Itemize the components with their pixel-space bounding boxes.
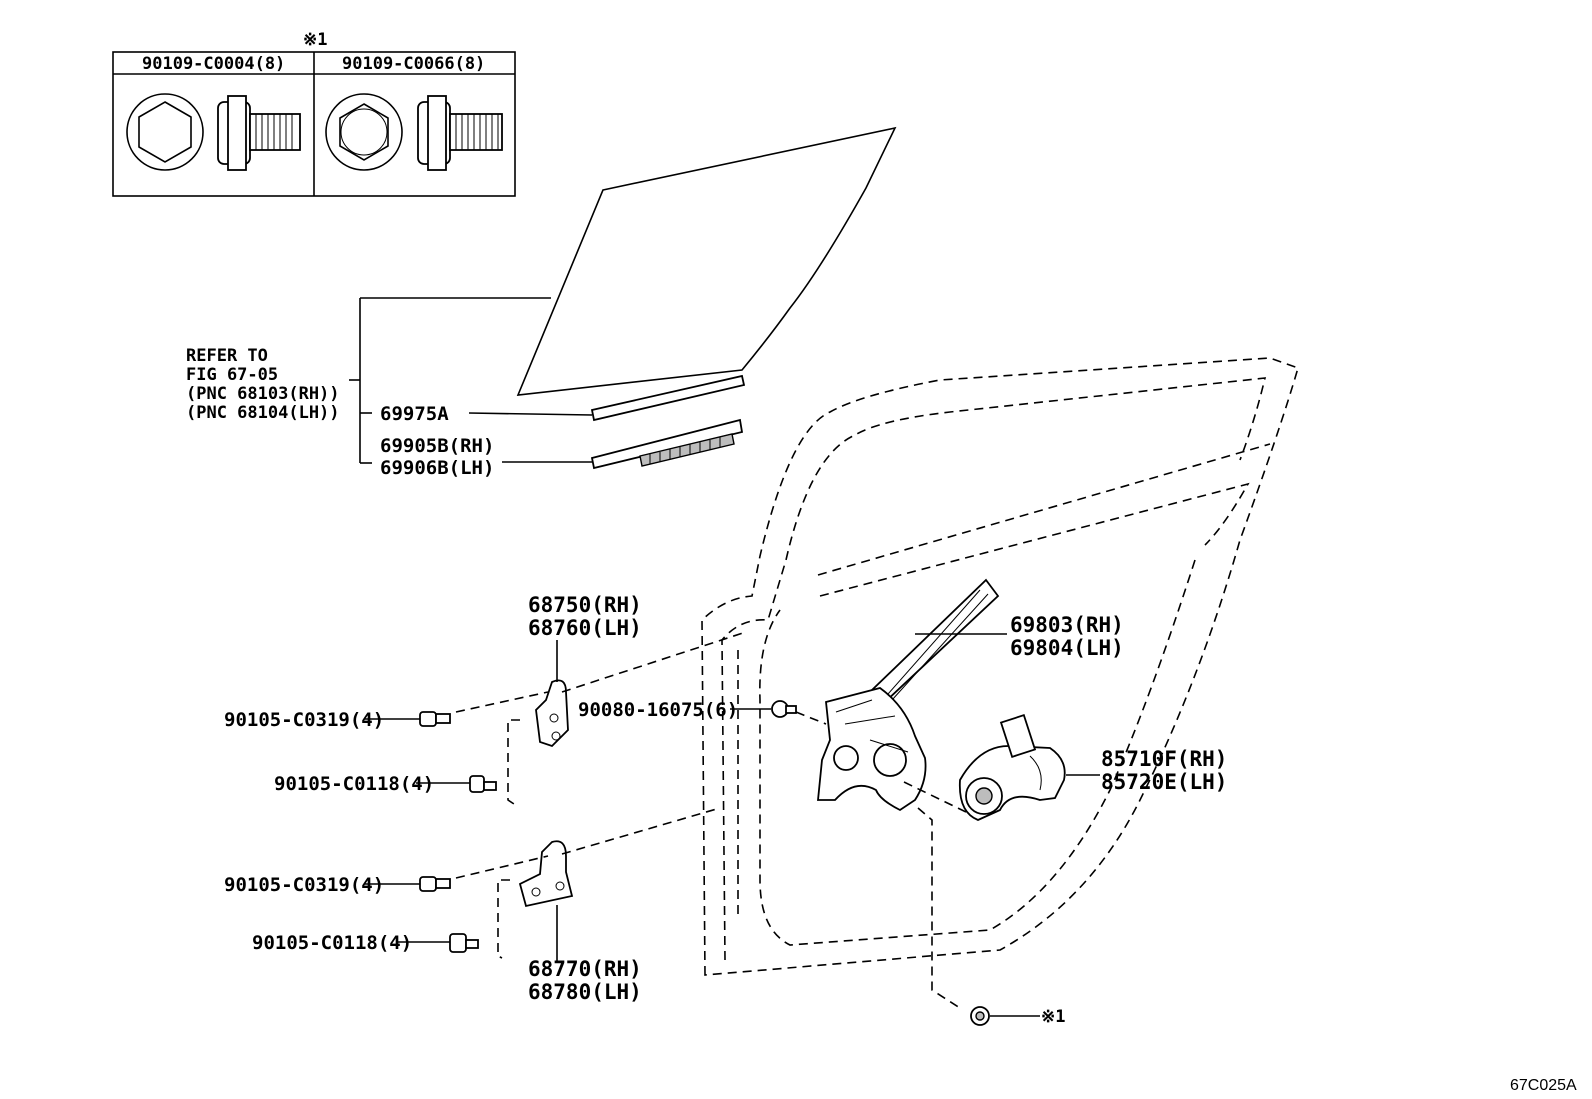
bolt-90080-icon: [771, 700, 797, 718]
label-69803: 69803(RH): [1010, 613, 1124, 637]
label-69906B: 69906B(LH): [380, 457, 494, 479]
lower-hinge: [518, 840, 574, 908]
label-69905B: 69905B(RH): [380, 435, 494, 457]
label-68780: 68780(LH): [528, 980, 642, 1004]
bolt-90105-c0319-upper-icon: [419, 711, 451, 727]
bolt-90105-c0118-upper-icon: [469, 775, 497, 793]
figure-code: 67C025A: [1510, 1077, 1577, 1094]
label-mark1: ※1: [1041, 1007, 1065, 1027]
refer-line-2: FIG 67-05: [186, 365, 278, 385]
refer-bracket: [349, 297, 551, 464]
inset-bolt-a-label: 90109-C0004(8): [142, 54, 285, 74]
label-90105-c0118-lower: 90105-C0118(4): [252, 932, 412, 954]
refer-line-1: REFER TO: [186, 346, 268, 366]
bolt-mark1-icon: [970, 1006, 990, 1026]
window-regulator: [817, 578, 1000, 812]
label-68770: 68770(RH): [528, 957, 642, 981]
label-85710: 85710F(RH): [1101, 747, 1227, 771]
bolt-b-icon: [325, 93, 503, 171]
door-panel-outline: [701, 357, 1299, 976]
inset-mark: ※1: [303, 30, 327, 50]
refer-line-3: (PNC 68103(RH)): [186, 384, 340, 404]
label-68750: 68750(RH): [528, 593, 642, 617]
label-90105-c0118-upper: 90105-C0118(4): [274, 773, 434, 795]
label-90080: 90080-16075(6): [578, 699, 738, 721]
label-90105-c0319-upper: 90105-C0319(4): [224, 709, 384, 731]
outer-weatherstrip: [590, 374, 746, 422]
bolt-a-icon: [126, 93, 301, 171]
label-69804: 69804(LH): [1010, 636, 1124, 660]
refer-line-4: (PNC 68104(LH)): [186, 403, 340, 423]
inner-weatherstrip: [590, 418, 744, 470]
label-90105-c0319-lower: 90105-C0319(4): [224, 874, 384, 896]
label-69975A: 69975A: [380, 403, 449, 425]
inset-bolt-b-label: 90109-C0066(8): [342, 54, 485, 74]
label-85720: 85720E(LH): [1101, 770, 1227, 794]
bolt-90105-c0319-lower-icon: [419, 876, 451, 892]
upper-hinge: [535, 679, 569, 748]
fastener-inset: ※1 90109-C0004(8) 90109-C0066(8): [112, 30, 516, 197]
door-glass: [516, 126, 897, 396]
label-68760: 68760(LH): [528, 616, 642, 640]
bolt-90105-c0118-lower-icon: [449, 933, 479, 953]
regulator-motor: [958, 714, 1066, 821]
